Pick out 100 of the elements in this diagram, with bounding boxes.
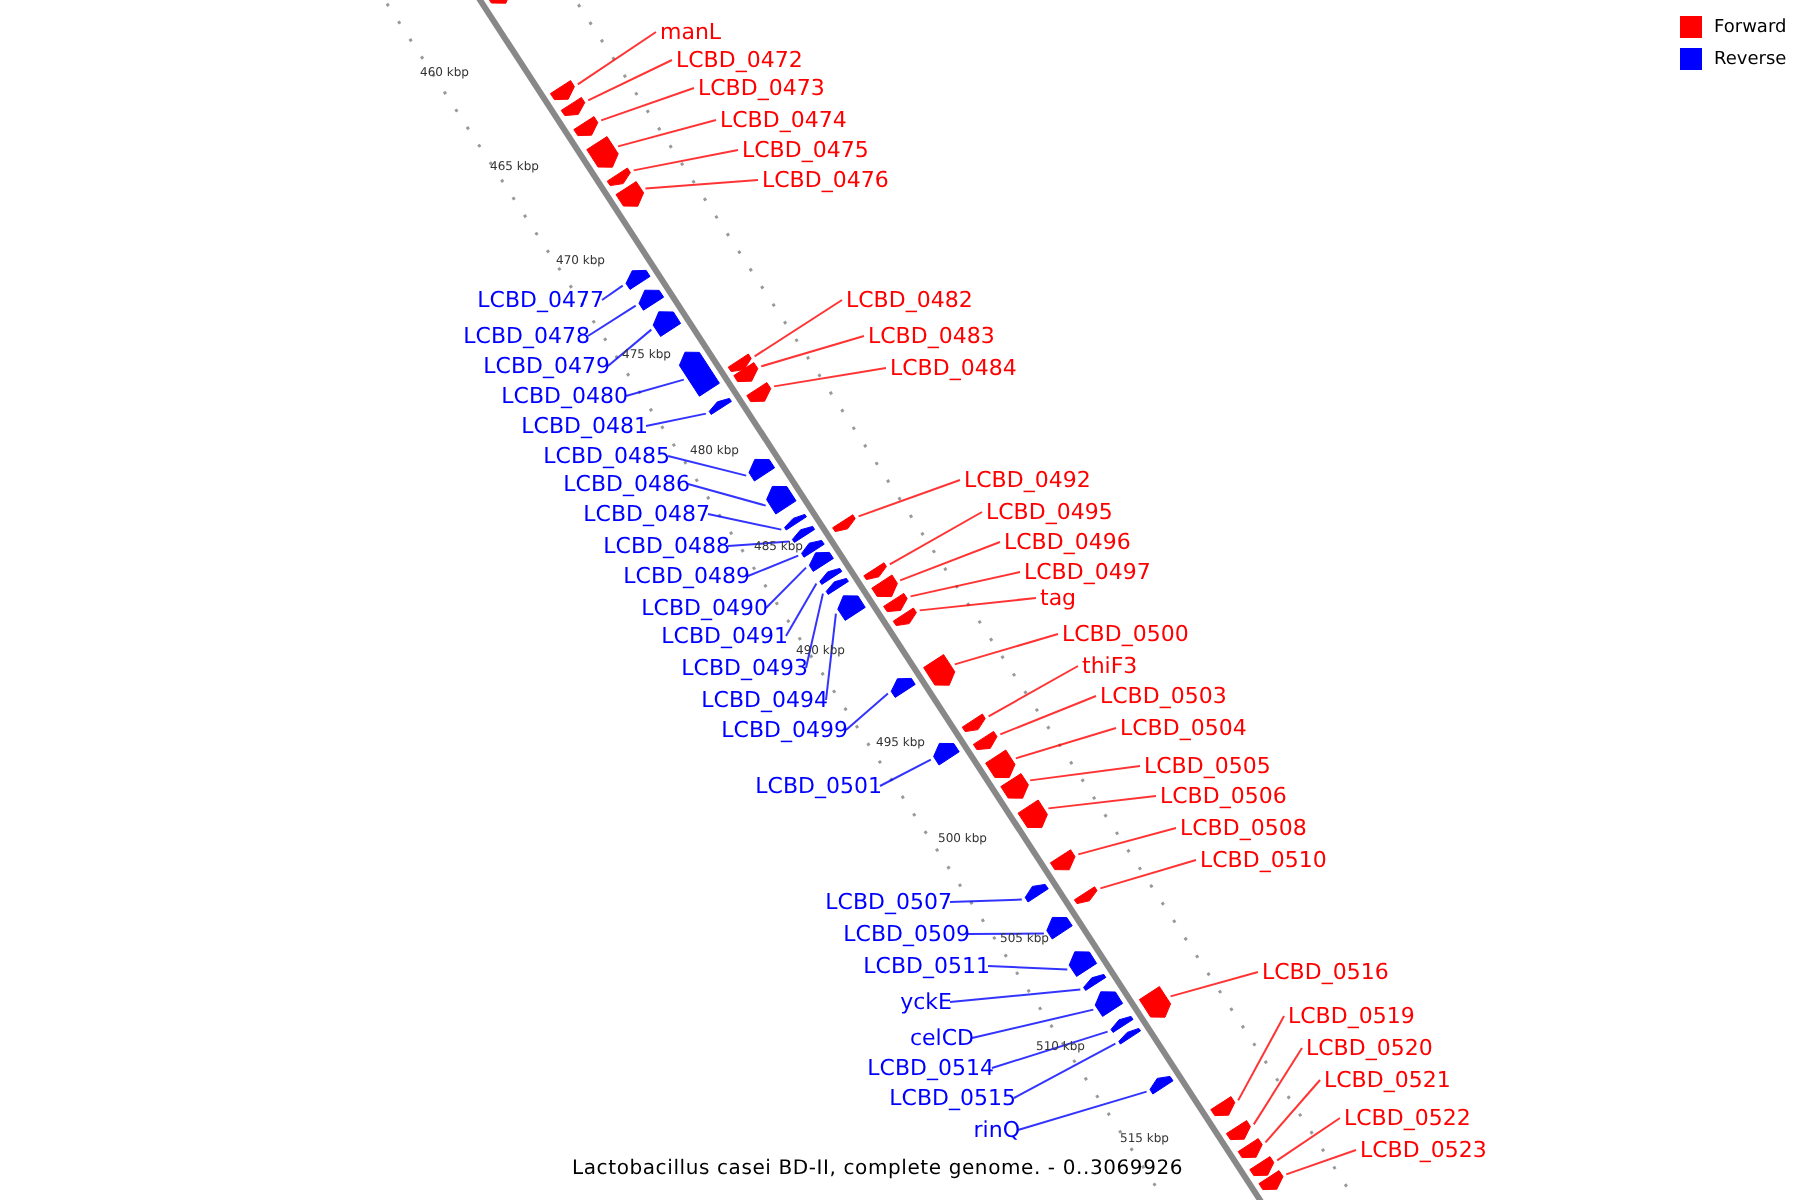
- leader-line: [971, 1008, 1095, 1039]
- legend-label: Forward: [1714, 17, 1787, 37]
- gene-segment: [1083, 973, 1107, 991]
- leader-line: [825, 612, 837, 701]
- gene-label: rinQ: [973, 1117, 1020, 1143]
- leader-line: [987, 965, 1069, 971]
- leader-line: [1285, 1149, 1357, 1176]
- leader-line: [1264, 1079, 1321, 1144]
- gene-segment: [586, 136, 619, 168]
- gene-segment: [1068, 951, 1098, 977]
- gene-label: LCBD_0488: [603, 533, 730, 559]
- gene-segment: [1046, 916, 1073, 940]
- gene-label: LCBD_0500: [1062, 621, 1189, 647]
- leader-line: [1237, 1015, 1285, 1102]
- gene-label: LCBD_0499: [721, 717, 848, 743]
- leader-line: [888, 511, 983, 566]
- gene-segment: [890, 677, 916, 698]
- leader-line: [667, 455, 748, 477]
- gene-segment: [1118, 1027, 1142, 1045]
- gene-segment: [837, 595, 866, 621]
- leader-line: [687, 483, 767, 507]
- gene-segment: [1225, 1120, 1251, 1141]
- gene-segment: [784, 513, 807, 531]
- gene-label: LCBD_0510: [1200, 847, 1327, 873]
- gene-segment: [1110, 1015, 1134, 1033]
- leader-line: [785, 582, 818, 637]
- gene-segment: [1149, 1075, 1174, 1095]
- gene-segment: [1049, 849, 1076, 871]
- gene-segment: [625, 269, 651, 290]
- gene-label: LCBD_0475: [742, 137, 869, 163]
- gene-segment: [549, 80, 575, 101]
- leader-line: [845, 692, 889, 731]
- gene-label: yckE: [900, 989, 952, 1015]
- gene-label: LCBD_0516: [1262, 959, 1389, 985]
- gene-segment: [1249, 1156, 1275, 1177]
- gene-label: LCBD_0497: [1024, 559, 1151, 585]
- gene-segment: [923, 654, 956, 686]
- leader-line: [1017, 1090, 1148, 1131]
- gene-segment: [638, 289, 665, 311]
- gene-label: LCBD_0520: [1306, 1035, 1433, 1061]
- gene-label: LCBD_0491: [661, 623, 788, 649]
- gene-segment: [573, 116, 599, 137]
- leader-line: [644, 179, 759, 190]
- gene-segment: [825, 577, 849, 595]
- gene-label: manL: [660, 19, 722, 45]
- leader-line: [949, 988, 1082, 1003]
- gene-label: LCBD_0485: [543, 443, 670, 469]
- gene-label: LCBD_0489: [623, 563, 750, 589]
- gene-label: tag: [1040, 585, 1077, 611]
- leader-line: [879, 758, 932, 787]
- leader-line: [909, 571, 1021, 598]
- gene-segment: [961, 713, 986, 733]
- gene-label: LCBD_0487: [583, 501, 710, 527]
- gene-segment: [615, 181, 645, 207]
- gene-segment: [819, 567, 843, 585]
- gene-label: LCBD_0515: [889, 1085, 1016, 1111]
- leader-line: [587, 304, 637, 337]
- leader-line: [1099, 859, 1197, 890]
- leader-line: [1029, 765, 1141, 782]
- leader-line: [645, 412, 707, 427]
- gene-label: LCBD_0505: [1144, 753, 1271, 779]
- leader-line: [1077, 827, 1177, 856]
- gene-label: LCBD_0474: [720, 107, 847, 133]
- gene-segment: [746, 382, 772, 403]
- leader-line: [600, 87, 695, 122]
- leader-line: [949, 898, 1023, 903]
- gene-segment: [766, 485, 797, 515]
- gene-label: celCD: [909, 1025, 974, 1051]
- gene-label: LCBD_0482: [846, 287, 973, 313]
- gene-segment: [733, 362, 759, 383]
- gene-label: LCBD_0519: [1288, 1003, 1415, 1029]
- leader-line: [617, 119, 717, 148]
- gene-segment: [748, 458, 776, 482]
- leader-line: [899, 541, 1001, 582]
- gene-segment: [832, 514, 856, 533]
- leader-line: [953, 633, 1059, 666]
- gene-label: LCBD_0493: [681, 655, 808, 681]
- gene-label: LCBD_0484: [890, 355, 1017, 381]
- gene-label: LCBD_0523: [1360, 1137, 1487, 1163]
- gene-label: LCBD_0511: [863, 953, 990, 979]
- leader-line: [1252, 1047, 1303, 1126]
- gene-label: LCBD_0476: [762, 167, 889, 193]
- leader-line: [1014, 727, 1117, 760]
- gene-segment: [1237, 1138, 1263, 1159]
- gene-segment: [1138, 986, 1172, 1018]
- gene-segment: [1258, 1170, 1284, 1191]
- gene-segment: [652, 311, 682, 337]
- gene-label: LCBD_0483: [868, 323, 995, 349]
- gene-label: LCBD_0509: [843, 921, 970, 947]
- gene-label: LCBD_0504: [1120, 715, 1247, 741]
- gene-label: thiF3: [1082, 653, 1138, 679]
- gene-label: LCBD_0478: [463, 323, 590, 349]
- leader-line: [747, 554, 800, 577]
- gene-label: LCBD_0508: [1180, 815, 1307, 841]
- gene-label: LCBD_0481: [521, 413, 648, 439]
- gene-segment: [606, 167, 631, 187]
- leader-line: [987, 665, 1079, 718]
- leader-line: [753, 299, 843, 358]
- gene-segment: [808, 551, 834, 572]
- leader-line: [632, 149, 739, 172]
